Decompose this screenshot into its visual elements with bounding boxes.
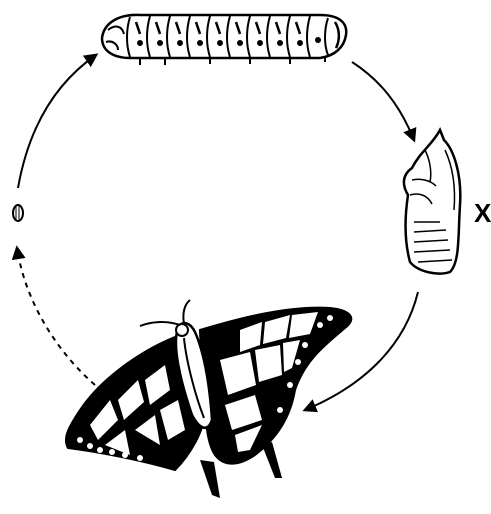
arrow-egg-to-larva	[18, 55, 96, 188]
arrow-adult-to-egg-dashed	[17, 248, 95, 385]
chrysalis-icon	[404, 130, 460, 274]
egg-icon	[13, 205, 23, 221]
pupa-label: X	[474, 198, 491, 228]
arrow-larva-to-pupa	[352, 62, 414, 140]
butterfly-icon	[66, 300, 351, 498]
caterpillar-icon	[102, 15, 346, 65]
